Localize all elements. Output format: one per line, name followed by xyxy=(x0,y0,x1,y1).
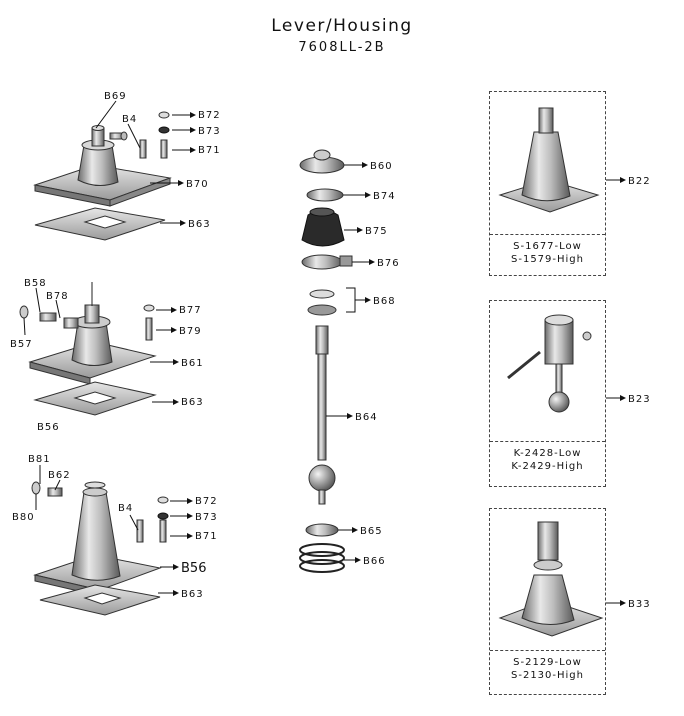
right-assembly-b33 xyxy=(498,521,604,637)
kit-b23-low: K-2428-Low xyxy=(513,448,582,459)
page-title: Lever/Housing xyxy=(271,16,413,36)
label-b71-bottom: B71 xyxy=(195,531,218,542)
label-b61: B61 xyxy=(181,358,204,369)
label-b76: B76 xyxy=(377,258,400,269)
assembly-middle-left xyxy=(19,282,157,416)
kit-b22-low: S-1677-Low xyxy=(513,241,582,252)
page-subtitle: 7608LL-2B xyxy=(298,40,386,55)
label-b69: B69 xyxy=(104,91,127,102)
kit-b22-high: S-1579-High xyxy=(511,254,584,265)
label-b57: B57 xyxy=(10,339,33,350)
kit-b33-high: S-2130-High xyxy=(511,670,584,681)
assembly-top-left xyxy=(33,111,172,241)
kit-b22-caption: S-1677-Low S-1579-High xyxy=(490,234,605,280)
label-b33: B33 xyxy=(628,599,651,610)
label-b62: B62 xyxy=(48,470,71,481)
label-b63-top: B63 xyxy=(188,219,211,230)
label-b56-bottom: B56 xyxy=(181,561,206,576)
label-b66: B66 xyxy=(363,556,386,567)
label-b64: B64 xyxy=(355,412,378,423)
center-lever-stack xyxy=(299,149,356,573)
kit-box-b23: K-2428-Low K-2429-High xyxy=(489,300,606,487)
label-b80: B80 xyxy=(12,512,35,523)
label-b73-top: B73 xyxy=(198,126,221,137)
kit-box-b33: S-2129-Low S-2130-High xyxy=(489,508,606,695)
label-b60: B60 xyxy=(370,161,393,172)
label-b56-middle: B56 xyxy=(37,422,60,433)
label-b22: B22 xyxy=(628,176,651,187)
label-b70: B70 xyxy=(186,179,209,190)
leader-lines xyxy=(23,100,626,606)
label-b72-top: B72 xyxy=(198,110,221,121)
label-b77: B77 xyxy=(179,305,202,316)
label-b23: B23 xyxy=(628,394,651,405)
label-b63-bottom: B63 xyxy=(181,589,204,600)
kit-b33-low: S-2129-Low xyxy=(513,657,582,668)
right-assembly-b23 xyxy=(507,314,592,413)
label-b68: B68 xyxy=(373,296,396,307)
label-b78: B78 xyxy=(46,291,69,302)
label-b63-middle: B63 xyxy=(181,397,204,408)
label-b65: B65 xyxy=(360,526,383,537)
kit-b23-caption: K-2428-Low K-2429-High xyxy=(490,441,605,491)
kit-b23-high: K-2429-High xyxy=(511,461,584,472)
label-b79: B79 xyxy=(179,326,202,337)
label-b4-top: B4 xyxy=(122,114,137,125)
label-b75: B75 xyxy=(365,226,388,237)
assembly-bottom-left xyxy=(31,481,169,616)
label-b4-bottom: B4 xyxy=(118,503,133,514)
label-b72-bottom: B72 xyxy=(195,496,218,507)
label-b71-top: B71 xyxy=(198,145,221,156)
kit-b33-caption: S-2129-Low S-2130-High xyxy=(490,650,605,699)
kit-box-b22: S-1677-Low S-1579-High xyxy=(489,91,606,276)
right-assembly-b22 xyxy=(498,107,600,213)
label-b81: B81 xyxy=(28,454,51,465)
label-b74: B74 xyxy=(373,191,396,202)
label-b73-bottom: B73 xyxy=(195,512,218,523)
label-b58: B58 xyxy=(24,278,47,289)
